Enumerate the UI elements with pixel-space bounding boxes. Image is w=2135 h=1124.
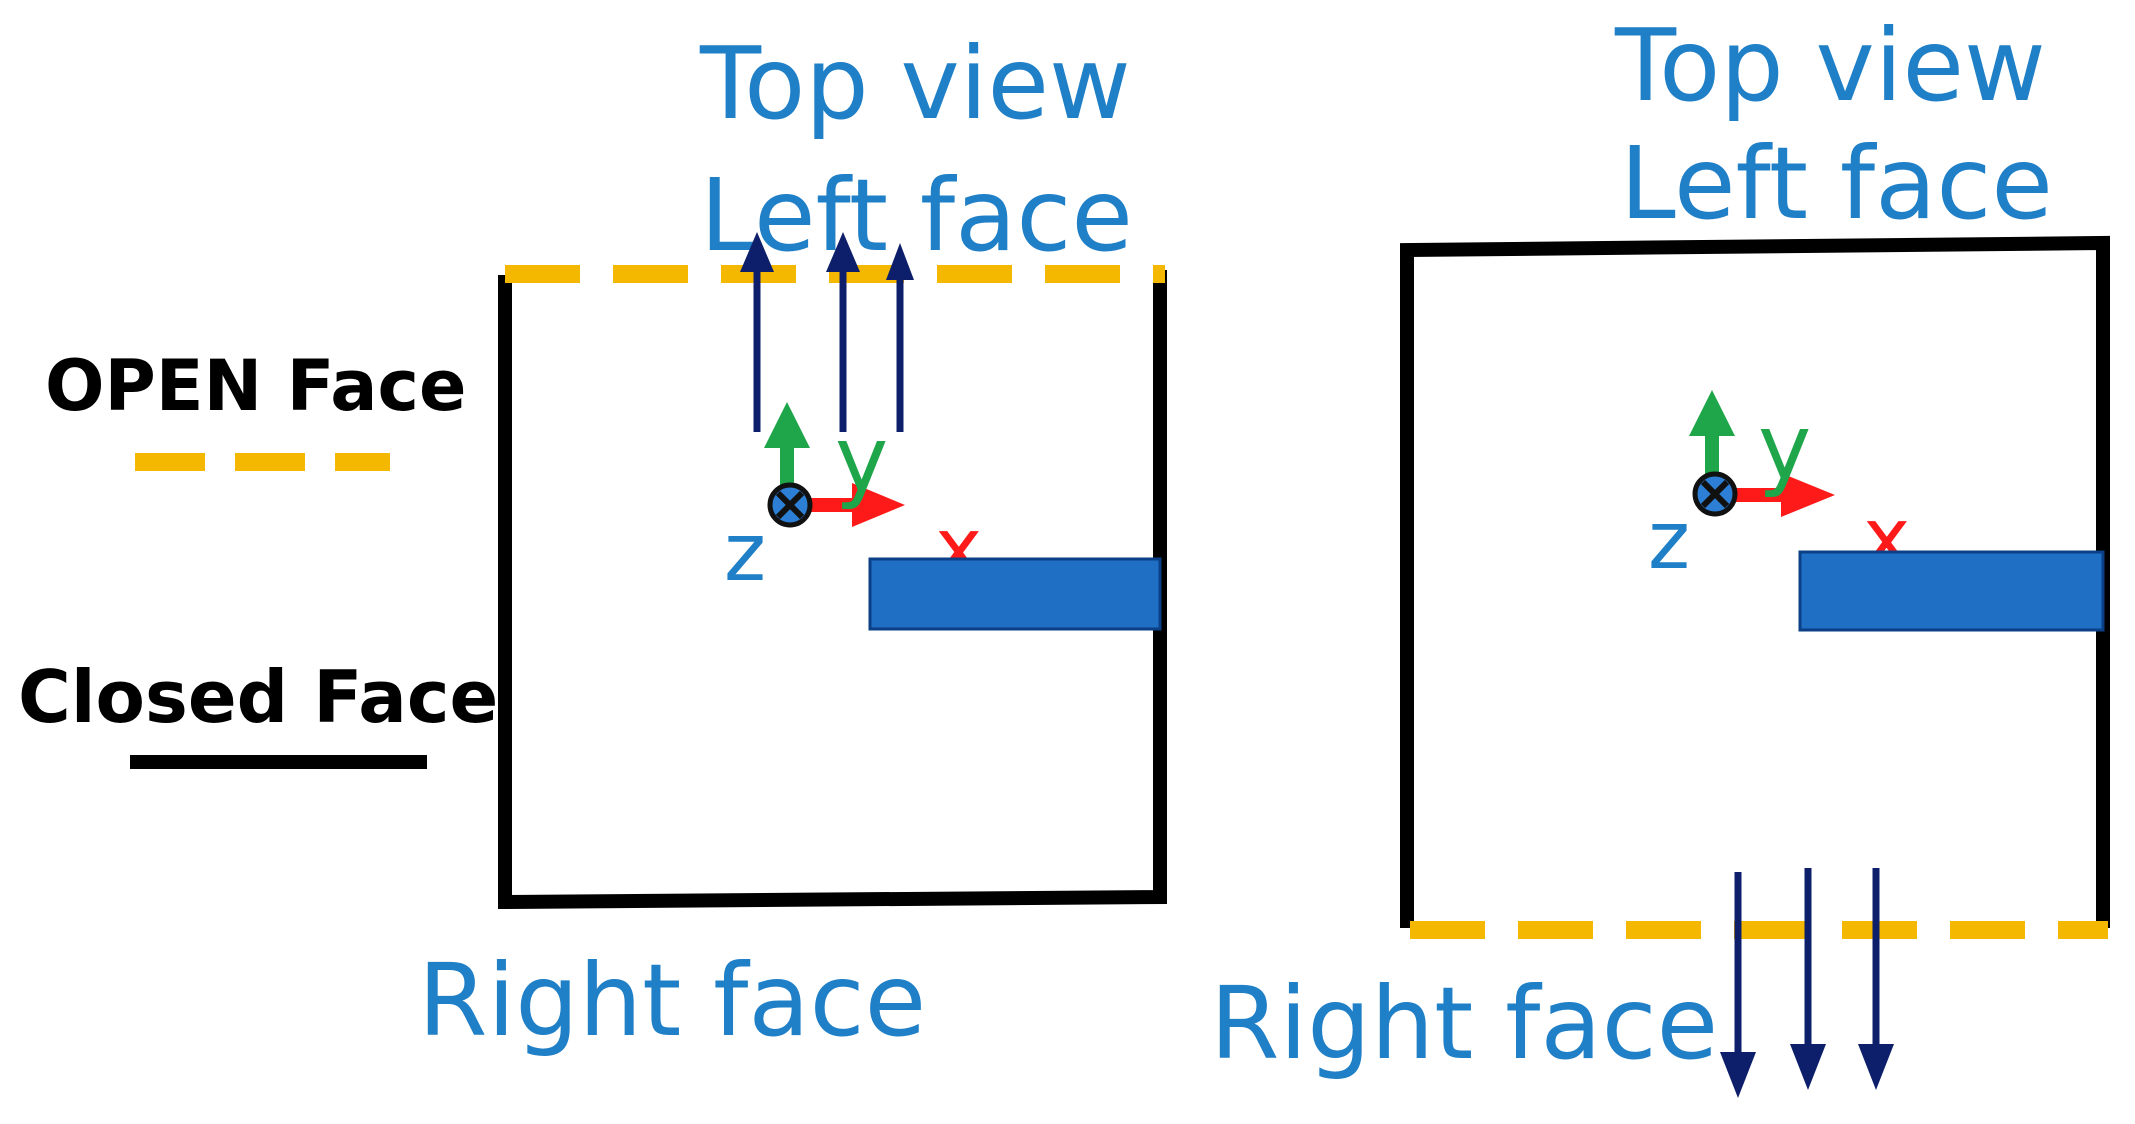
panel-left-top-label-line1: Top view bbox=[699, 25, 1131, 142]
panel-right-top-label-line1: Top view bbox=[1614, 7, 2046, 124]
x-axis-arrow bbox=[1732, 473, 1835, 517]
z-axis-into-page-icon bbox=[767, 482, 813, 528]
legend-open-face-label: OPEN Face bbox=[45, 345, 467, 427]
panel-left: Top view Left face bbox=[418, 25, 1167, 1059]
z-axis-into-page-icon bbox=[1692, 471, 1738, 517]
panel-left-coordinate-axes: y x z bbox=[724, 402, 982, 599]
axis-z-label: z bbox=[724, 506, 766, 599]
y-axis-arrow bbox=[1689, 390, 1735, 478]
axis-y-label: y bbox=[835, 407, 888, 512]
panel-left-top-label-line2: Left face bbox=[700, 157, 1133, 274]
panel-right-top-label-line2: Left face bbox=[1620, 125, 2053, 242]
panel-left-plate bbox=[868, 557, 1162, 631]
flow-arrow bbox=[1858, 868, 1894, 1090]
panel-left-bottom-label: Right face bbox=[418, 942, 926, 1059]
x-axis-arrow bbox=[805, 483, 905, 527]
y-axis-arrow bbox=[764, 402, 810, 490]
flow-arrow bbox=[1720, 872, 1756, 1098]
axis-y-label: y bbox=[1758, 395, 1811, 500]
panel-left-flow-arrows bbox=[740, 232, 914, 432]
panel-right-bottom-label: Right face bbox=[1210, 965, 1718, 1082]
flow-arrow bbox=[740, 232, 774, 432]
panel-right: Top view Left face bbox=[1210, 7, 2110, 1098]
panel-right-plate bbox=[1798, 550, 2105, 632]
panel-right-coordinate-axes: y x z bbox=[1648, 390, 1910, 587]
legend-closed-face-label: Closed Face bbox=[18, 655, 498, 739]
flow-arrow bbox=[826, 232, 860, 432]
flow-arrow bbox=[886, 243, 914, 432]
panel-right-flow-arrows bbox=[1720, 868, 1894, 1098]
axis-z-label: z bbox=[1648, 494, 1690, 587]
flow-arrow bbox=[1790, 868, 1826, 1090]
legend: OPEN Face Closed Face bbox=[18, 345, 498, 769]
